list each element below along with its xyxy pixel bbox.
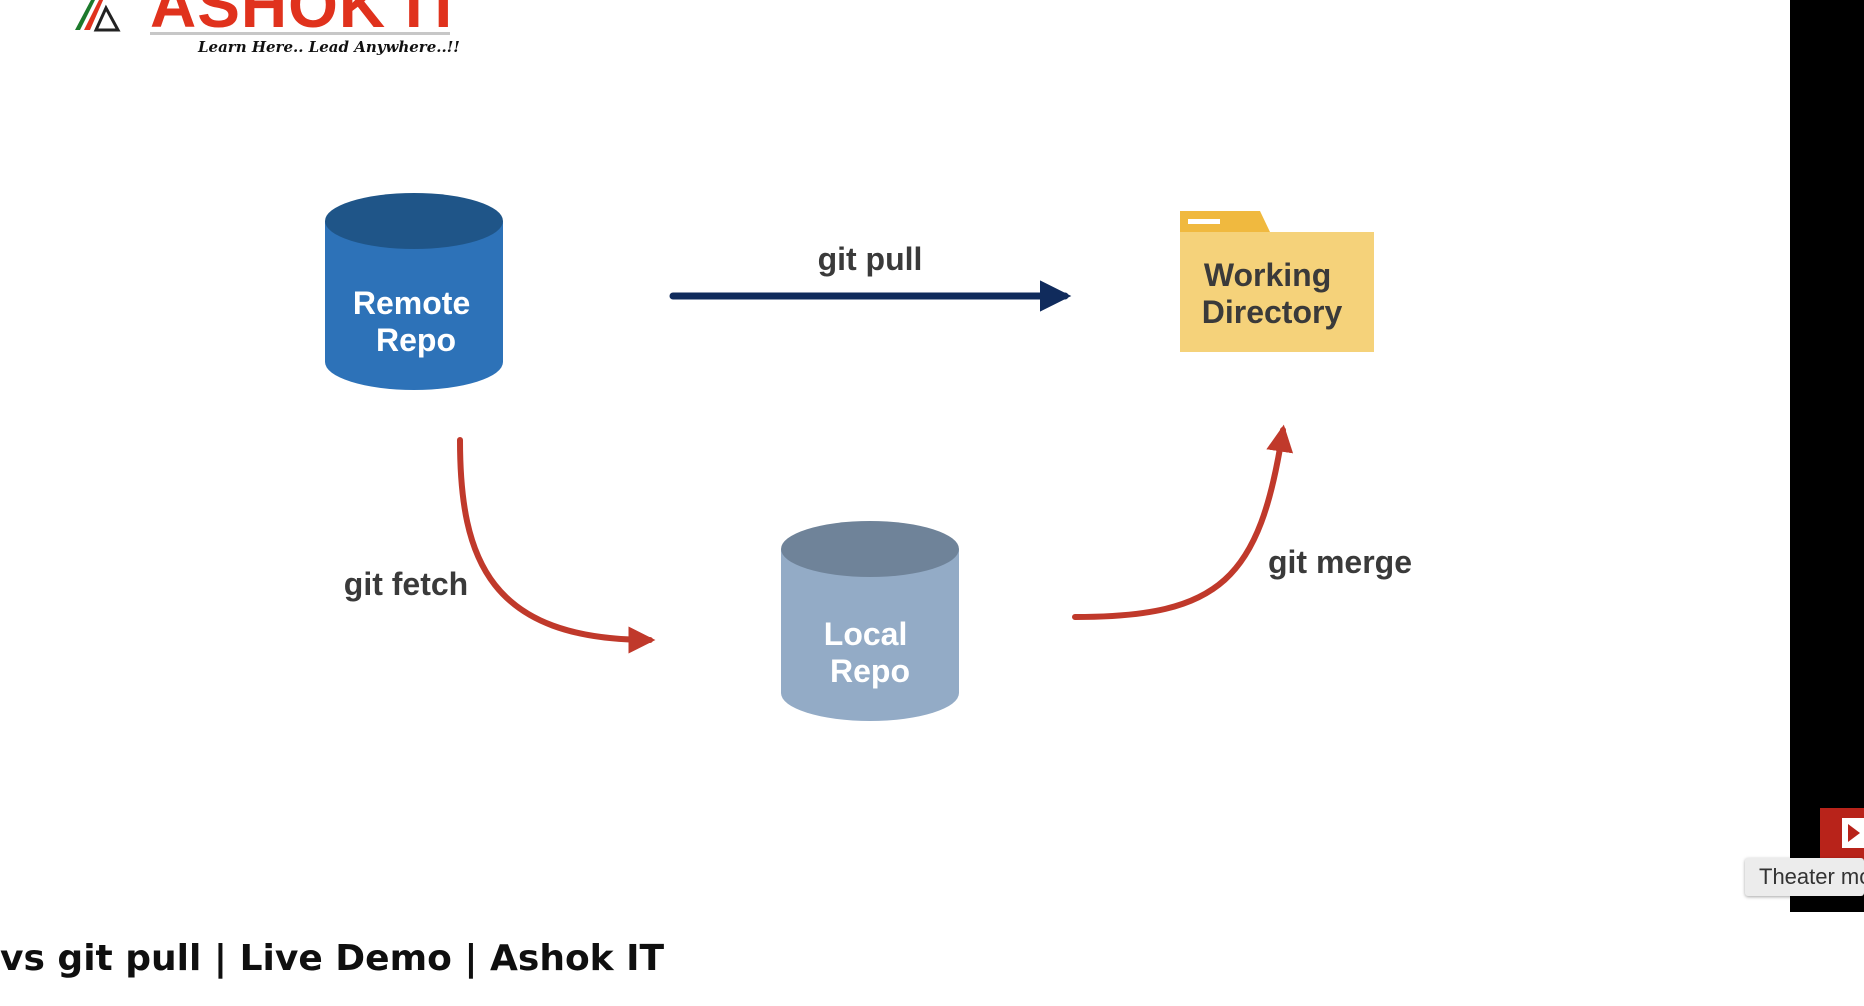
git-pull-label: git pull [818,241,923,277]
play-icon [1842,818,1864,848]
video-player[interactable]: ASHOK IT Learn Here.. Lead Anywhere..!! … [0,0,1864,912]
local-repo-cylinder [781,521,959,721]
logo-tagline: Learn Here.. Lead Anywhere..!! [198,38,460,56]
working-directory-label-line2: Directory [1202,294,1343,330]
git-fetch-arrow [457,437,656,654]
local-repo-label-line1: Local [824,616,908,652]
git-workflow-diagram: Remote Repo git pull Working Directory g… [325,193,1412,721]
local-repo-label-line2: Repo [830,653,910,689]
logo-mark-icon [75,0,121,32]
logo-underline [150,32,450,35]
video-title: vs git pull | Live Demo | Ashok IT [0,938,665,979]
theater-mode-button[interactable] [1820,808,1864,860]
local-repo-label: Local Repo [824,616,916,689]
working-directory-label: Working Directory [1202,257,1343,330]
remote-repo-label-line1: Remote [353,285,470,321]
git-merge-label: git merge [1268,544,1412,580]
remote-repo-label-line2: Repo [376,322,456,358]
remote-repo-label: Remote Repo [353,285,479,358]
git-fetch-label: git fetch [344,566,468,602]
theater-mode-tooltip: Theater mode [1745,858,1864,896]
remote-repo-cylinder [325,193,503,390]
working-directory-label-line1: Working [1204,257,1331,293]
video-frame: ASHOK IT Learn Here.. Lead Anywhere..!! … [70,0,1412,721]
channel-logo: ASHOK IT Learn Here.. Lead Anywhere..!! [70,0,480,62]
folder-icon [1180,211,1374,352]
video-letterbox [1790,0,1864,912]
git-merge-arrow [1072,424,1294,620]
